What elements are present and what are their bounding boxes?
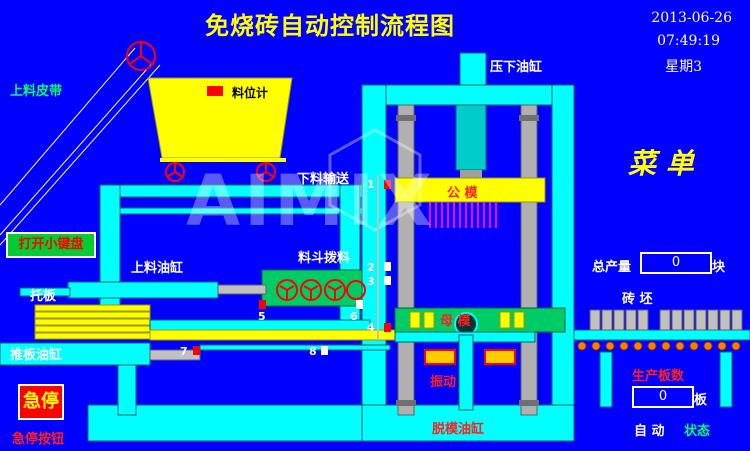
emergency-stop-button[interactable]: 急停 (18, 384, 64, 420)
brick-output-conveyor (573, 329, 750, 408)
vibration-motor-right (484, 349, 516, 365)
sensor-number-1: 1 (367, 178, 375, 191)
hopper-valve-left-icon (165, 162, 185, 182)
sensor-6 (356, 300, 363, 309)
sensor-number-6: 6 (350, 310, 358, 323)
clock-weekday: 星期3 (665, 59, 702, 75)
demold-cylinder-rod (458, 334, 474, 411)
label-board-unit: 板 (694, 393, 708, 408)
pallet-guide-rail (19, 287, 71, 297)
open-keyboard-button[interactable]: 打开小键盘 (6, 232, 96, 258)
press-cylinder-body (455, 104, 487, 171)
label-total-output: 总产量 (592, 260, 632, 275)
feed-cylinder (67, 281, 267, 299)
label-total-unit: 块 (712, 260, 726, 275)
sensor-number-2: 2 (367, 261, 375, 274)
hopper-stirring-unit (261, 269, 366, 307)
upper-mold-pins (429, 202, 497, 228)
label-vibration: 振动 (430, 375, 457, 390)
total-output-value: 0 (640, 252, 712, 274)
label-feed-conveyor: 下料输送 (297, 172, 350, 187)
label-lower-mold: 母 模 (440, 314, 471, 329)
status-text: 状态 (684, 424, 711, 439)
sensor-1-active (384, 180, 391, 189)
sensor-8 (321, 346, 328, 355)
page-title: 免烧砖自动控制流程图 (205, 11, 455, 40)
mode-text: 自 动 (634, 424, 665, 439)
pallet-stack (34, 304, 151, 340)
vibration-motor-left (424, 349, 456, 365)
label-push-cylinder: 推板油缸 (10, 348, 63, 363)
production-boards-value: 0 (632, 386, 694, 408)
upper-mold-plate (394, 177, 546, 203)
sensor-number-3: 3 (367, 275, 375, 288)
sensor-number-5: 5 (258, 310, 266, 323)
hopper-lip (160, 158, 286, 162)
label-bricks: 砖 坯 (622, 292, 653, 307)
push-plate-cylinder (0, 342, 391, 366)
sensor-5-active (259, 300, 266, 309)
menu-button[interactable]: 菜 单 (628, 147, 694, 180)
label-hopper-stirring: 料斗拨料 (298, 251, 351, 266)
sensor-4-active (384, 323, 391, 332)
lower-mold-plate (394, 307, 566, 333)
press-frame (361, 52, 575, 442)
sensor-number-8: 8 (309, 345, 317, 358)
label-demold-cylinder: 脱模油缸 (432, 422, 485, 437)
label-level-gauge: 料位计 (232, 86, 269, 100)
pallet-tray (149, 329, 401, 341)
label-conveyor-belt: 上料皮带 (10, 84, 63, 99)
hopper-valve-right-icon (256, 162, 276, 182)
label-pallet: 托板 (30, 289, 57, 304)
clock-date: 2013-06-26 (651, 10, 732, 26)
sensor-number-4: 4 (367, 321, 375, 334)
sensor-number-7: 7 (180, 345, 188, 358)
label-production-boards: 生产板数 (632, 369, 685, 384)
label-upper-mold: 公 模 (447, 186, 478, 201)
belt-pulley-icon (126, 41, 156, 71)
press-ram (460, 170, 482, 180)
label-feed-cylinder: 上料油缸 (131, 261, 184, 276)
guide-column-right (519, 104, 539, 416)
sensor-2 (384, 262, 391, 271)
conveyor-belt (0, 47, 161, 246)
feed-frame (87, 184, 371, 442)
sensor-7-active (193, 346, 200, 355)
sensor-3 (384, 276, 391, 285)
watermark-logo (328, 128, 422, 232)
lower-mold-cavities (409, 311, 525, 329)
label-emergency-stop-button: 急停按钮 (12, 432, 65, 447)
brick-blocks (589, 309, 743, 331)
watermark-text: AIMIX (186, 160, 436, 242)
clock-time: 07:49:19 (657, 33, 720, 49)
label-press-cylinder: 压下油缸 (490, 60, 543, 75)
level-gauge-indicator (207, 86, 223, 96)
